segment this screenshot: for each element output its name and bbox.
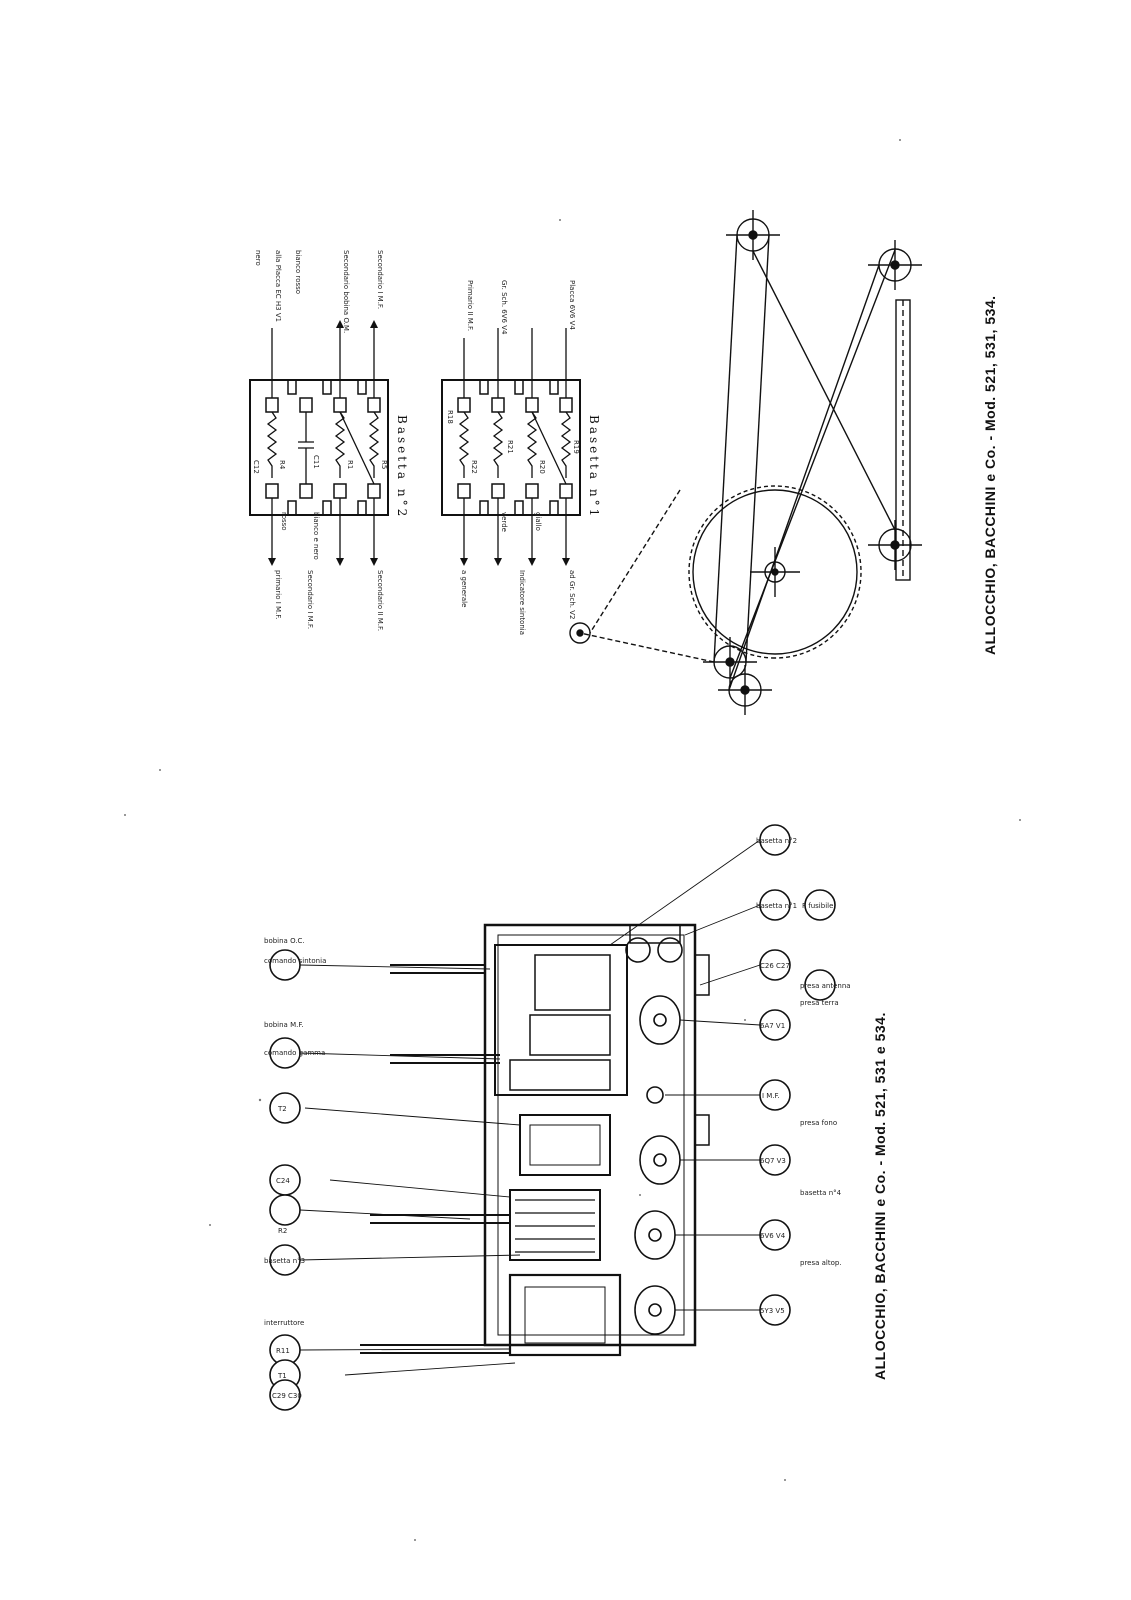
basetta-1-label-r21: R21	[506, 440, 514, 454]
top-diagram: Basetta n°1 R19 R20 R21 R22 R18 Placca 6…	[249, 210, 922, 715]
part-c29-c30: C29 C30	[272, 1392, 302, 1400]
basetta-2-right-label-1: Secondario I M.F.	[306, 570, 314, 629]
basetta-2-label-r4: R4	[278, 460, 286, 470]
basetta-2-left-label-2: alla Placca EC H3 V1	[274, 250, 282, 322]
basetta-1-label-r20: R20	[538, 460, 546, 474]
basetta-1-title: Basetta n°1	[587, 415, 601, 519]
basetta-1-label-r19: R19	[572, 440, 580, 454]
basetta-2-label-r5: R5	[380, 460, 388, 469]
part-t2: T2	[277, 1105, 287, 1113]
basetta-2-wire-bianco-rosso: bianco rosso	[294, 250, 302, 294]
part-presa-terra: presa terra	[800, 999, 839, 1007]
part-r2: R2	[278, 1227, 287, 1235]
basetta-1-label-r18: R18	[446, 410, 454, 424]
part-basetta-3: basetta n°3	[264, 1257, 305, 1265]
basetta-1-left-label-0: Placca 6V6 V4	[568, 280, 576, 330]
basetta-2-wire-rosso: rosso	[280, 512, 288, 531]
part-comando-sintonia: comando sintonia	[264, 957, 326, 965]
part-6a7-v1: 6A7 V1	[760, 1022, 785, 1030]
basetta-1-right-label-1: Indicatore sintonia	[518, 570, 526, 635]
part-t1: T1	[277, 1372, 287, 1380]
part-i-mf: I M.F.	[762, 1092, 780, 1100]
part-bobina-mf: bobina M.F.	[264, 1021, 303, 1029]
basetta-2-left-label-1: Secondario bobina O.M.	[342, 250, 350, 333]
part-presa-antenna: presa antenna	[800, 982, 851, 990]
part-interruttore: interruttore	[264, 1319, 304, 1327]
basetta-2-right-label-0: Secondario II M.F.	[376, 570, 384, 631]
part-6q7-v3: 6Q7 V3	[760, 1157, 786, 1165]
part-presa-altop: presa altop.	[800, 1259, 842, 1267]
basetta-2-label-c12: C12	[252, 460, 260, 474]
basetta-2-left-label-0: Secondario I M.F.	[376, 250, 384, 309]
basetta-1-wire-giallo: giallo	[534, 512, 542, 531]
basetta-1-label-r22: R22	[470, 460, 478, 474]
basetta-1-wire-verde: verde	[500, 512, 508, 532]
basetta-1-left-label-2: Primario II M.F.	[466, 280, 474, 331]
basetta-2-wire-nero: nero	[254, 250, 262, 266]
part-basetta-1: basetta n°1	[756, 902, 797, 910]
basetta-2-label-c11: C11	[312, 455, 320, 469]
bottom-caption: ALLOCCHIO, BACCHINI e Co. - Mod. 521, 53…	[872, 1012, 888, 1380]
basetta-2-wire-bianco-nero: bianco e nero	[312, 512, 320, 560]
basetta-2-title: Basetta n°2	[395, 415, 409, 519]
basetta-2-label-r1: R1	[346, 460, 354, 469]
part-presa-fono: presa fono	[800, 1119, 837, 1127]
part-bobina-oc: bobina O.C.	[264, 937, 305, 945]
chassis-diagram: comando sintonia R2 T2 C24 comando gamma…	[264, 824, 851, 1411]
part-c24: C24	[276, 1177, 290, 1185]
dial-cord-diagram	[569, 210, 922, 715]
scan-noise	[124, 139, 1021, 1541]
part-comando-gamma: comando gamma	[264, 1049, 325, 1057]
part-6v6-v4: 6V6 V4	[760, 1232, 786, 1240]
part-basetta-4: basetta n°4	[800, 1189, 842, 1197]
basetta-2: Basetta n°2 R5 R1 C11 R4 C12 Secondario …	[249, 250, 409, 631]
part-fusibile: F fusibile	[802, 902, 833, 910]
part-basetta-2: basetta n°2	[756, 837, 797, 845]
basetta-1-left-label-1: Gr. Sch. 6V6 V4	[500, 280, 508, 335]
basetta-1-right-label-0: ad Gr. Sch. V2	[568, 570, 576, 620]
basetta-1-right-label-2: a generale	[460, 570, 468, 607]
part-5y3-v5: 5Y3 V5	[760, 1307, 785, 1315]
part-r11: R11	[276, 1347, 290, 1355]
basetta-1: Basetta n°1 R19 R20 R21 R22 R18 Placca 6…	[441, 280, 601, 635]
basetta-2-right-label-2: primario I M.F.	[274, 570, 282, 619]
top-caption: ALLOCCHIO, BACCHINI e Co. - Mod. 521, 53…	[982, 295, 998, 655]
part-c26-c27: C26 C27	[760, 962, 790, 970]
